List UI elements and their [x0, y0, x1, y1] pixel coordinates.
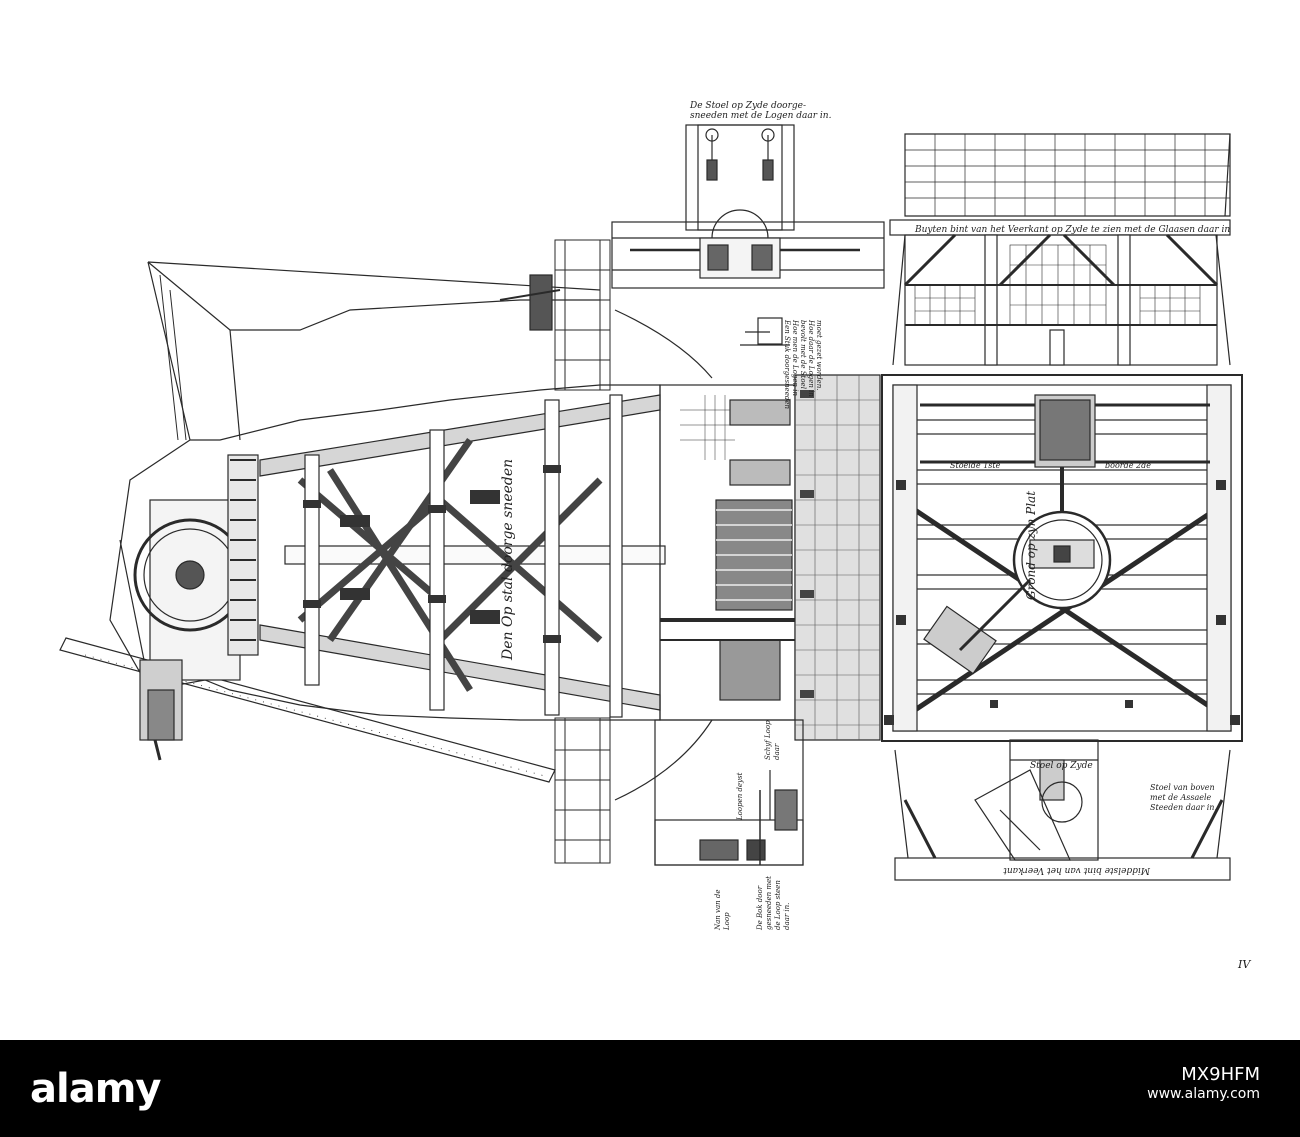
label-boorde: boorde 2de: [1105, 461, 1151, 470]
bottom-center-section: [654, 719, 804, 866]
engraving-plate: De Stoel op Zyde doorge- sneeden met de …: [59, 101, 1252, 971]
top-center-section: [611, 124, 885, 346]
label-stoel-boven-2: met de Assaele: [1150, 793, 1212, 802]
label-stuk-5: moet gezet worden.: [815, 320, 823, 390]
shingle-panel: [794, 374, 881, 741]
mill-engraving: De Stoel op Zyde doorge- sneeden met de …: [59, 101, 1251, 971]
label-loopen-deyst: Loopen deyst: [736, 772, 744, 821]
label-bok-4: daar in.: [783, 903, 791, 930]
label-schyf-2: daar: [773, 743, 781, 760]
label-outer-bent: Buyten bint van het Veerkant op Zyde te …: [914, 225, 1230, 235]
label-bok-2: gesneeden met: [765, 876, 773, 930]
label-stoel-op-zyde: Stoel op Zyde: [1030, 761, 1093, 771]
label-bok-1: De Bok door: [756, 885, 764, 931]
outer-bent-frame: [889, 219, 1231, 366]
label-stuk-4: Hoe daar de Logen in: [807, 319, 815, 397]
alamy-logo: alamy: [30, 1066, 161, 1112]
label-doorgesneden: Den Op stal doorge sneeden: [500, 459, 516, 661]
plan-view: [881, 374, 1243, 742]
label-nan-2: Loop: [723, 912, 731, 931]
label-middelste-bint: Middelste bint van het Veerkant: [1003, 865, 1151, 875]
left-trestle-section: [59, 239, 713, 864]
roof-grid: [904, 133, 1231, 217]
label-stuk-1: Een Stuk doorgesneeden: [783, 319, 791, 409]
label-nan-1: Nan van de: [714, 889, 722, 931]
label-grond-plat: Grond op zyn Plat: [1024, 491, 1038, 600]
plate-number: IV: [1237, 958, 1251, 971]
label-schyf-1: Schyf Loop: [764, 720, 772, 760]
label-stoel-side-1: De Stoel op Zyde doorge-: [689, 101, 806, 111]
label-stuk-3: bevolt met de Stoel: [799, 320, 807, 389]
label-stoel-side-2: sneeden met de Logen daar in.: [690, 111, 832, 121]
image-id: MX9HFM: [1181, 1064, 1260, 1085]
label-stoel-boven-3: Steeden daar in.: [1150, 803, 1217, 812]
footer-url: www.alamy.com: [1147, 1086, 1260, 1102]
label-stuk-2: Hoe men de Logen in: [791, 319, 799, 397]
label-stoel-boven-1: Stoel van boven: [1150, 783, 1215, 792]
label-stoelde: Stoelde 1ste: [950, 461, 1001, 470]
stock-footer-bar: alamy MX9HFM www.alamy.com: [0, 1040, 1300, 1137]
central-chamber: [659, 384, 796, 721]
middle-bent-frame: [894, 739, 1231, 881]
label-bok-3: de Loop steen: [774, 880, 782, 930]
engraving-labels: De Stoel op Zyde doorge- sneeden met de …: [500, 101, 1251, 971]
